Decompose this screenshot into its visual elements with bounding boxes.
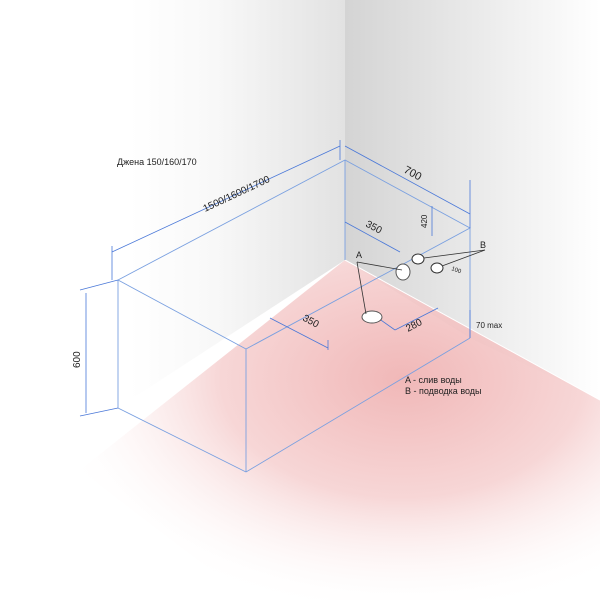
legend-drain: A - слив воды xyxy=(405,375,462,385)
supply-spacing: 100 xyxy=(450,266,462,275)
floor xyxy=(80,260,600,600)
marker-b: B xyxy=(480,240,486,250)
supply-height: 420 xyxy=(420,214,429,228)
height-dimension: 600 xyxy=(72,351,83,368)
supply-outlet-2 xyxy=(430,262,444,274)
dimension-lines xyxy=(79,140,471,417)
marker-a: A xyxy=(356,250,362,260)
drain-hole-floor xyxy=(361,310,383,324)
legend-supply: B - подводка воды xyxy=(405,386,482,396)
right-wall xyxy=(345,0,600,400)
supply-outlet-1 xyxy=(411,253,425,265)
floor-gap: 70 max xyxy=(476,321,502,330)
leader-lines xyxy=(356,249,486,315)
left-wall xyxy=(130,0,345,400)
drain-hole-wall xyxy=(395,263,411,281)
model-label: Джена 150/160/170 xyxy=(117,157,197,167)
floor-corner-right xyxy=(344,259,600,401)
